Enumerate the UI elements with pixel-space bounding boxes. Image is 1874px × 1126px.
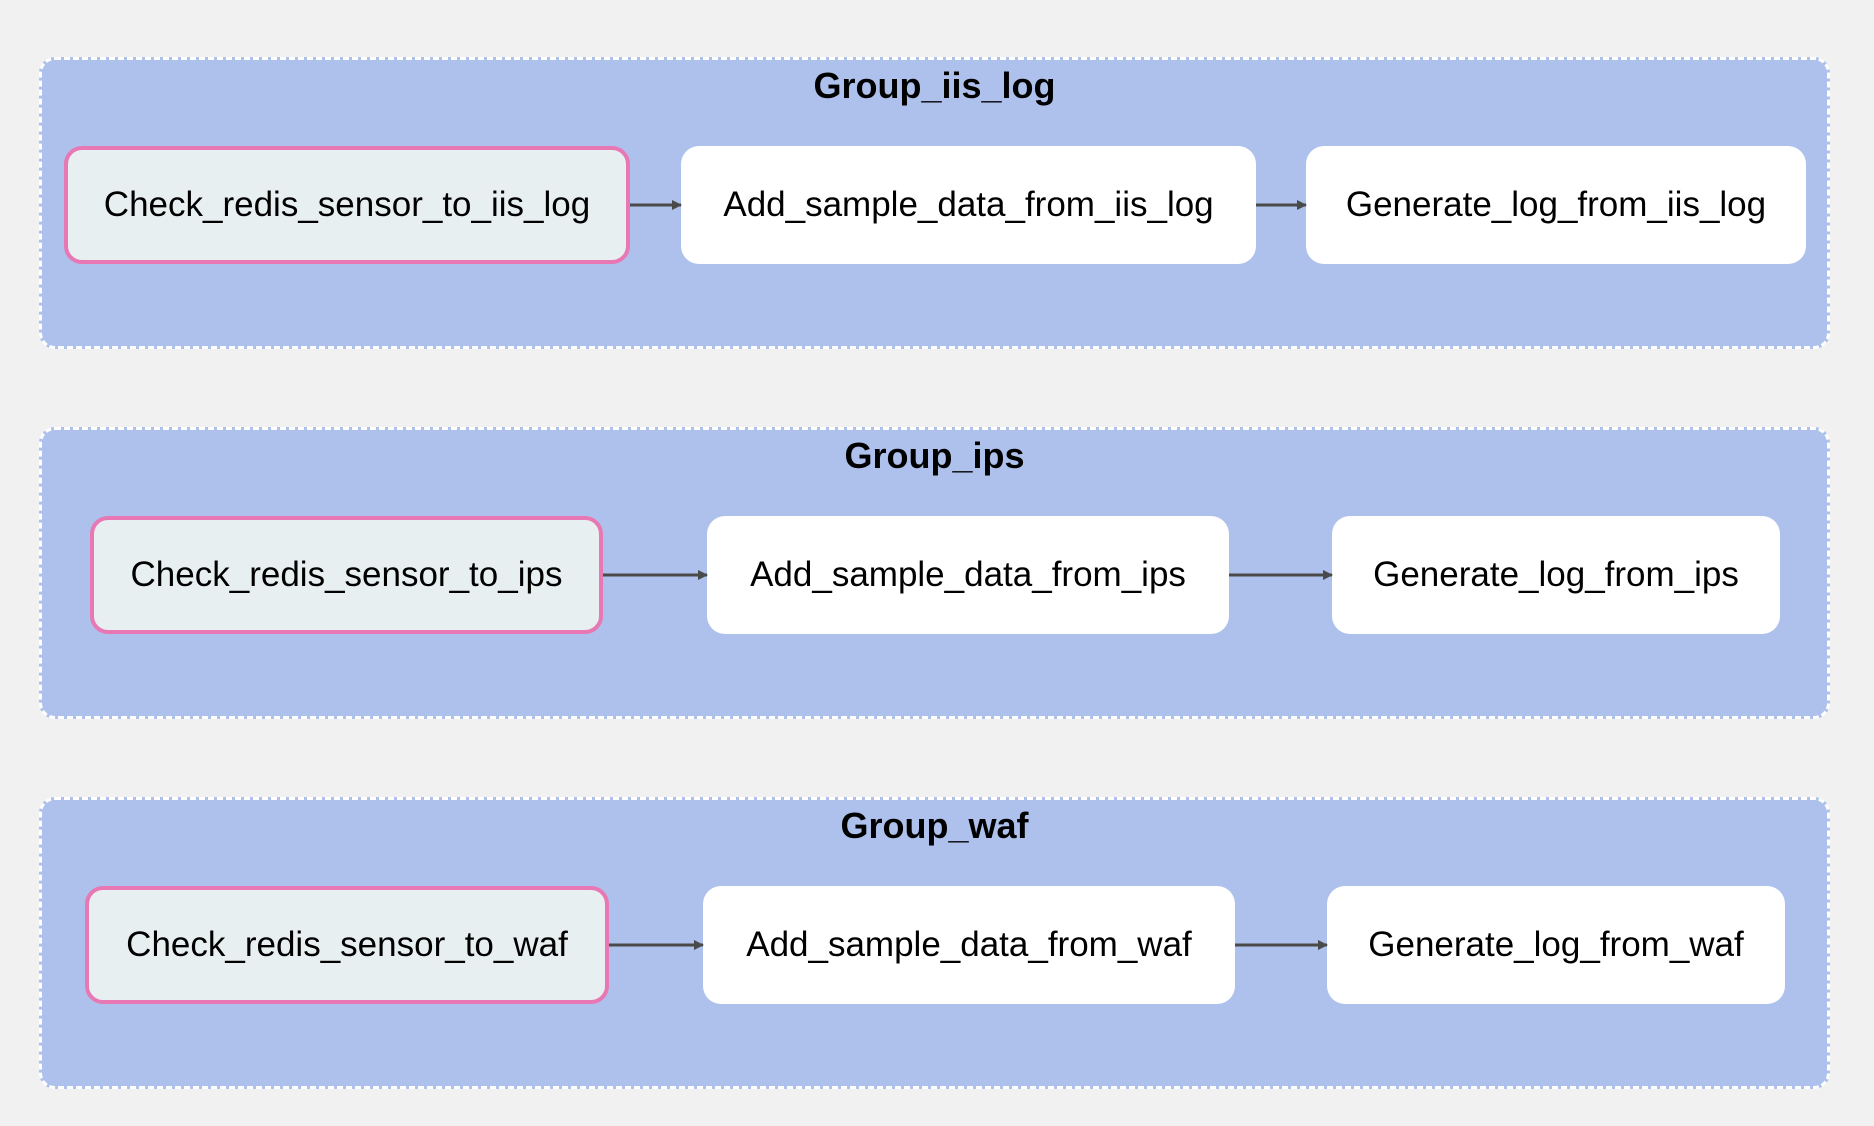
task-label: Add_sample_data_from_waf [746, 925, 1192, 964]
task-node-check-redis-sensor-ips[interactable]: Check_redis_sensor_to_ips [90, 516, 603, 634]
task-label: Generate_log_from_ips [1373, 555, 1739, 594]
group-title: Group_iis_log [813, 65, 1056, 106]
task-label: Add_sample_data_from_ips [750, 555, 1186, 594]
task-label: Check_redis_sensor_to_ips [130, 555, 563, 594]
task-label: Check_redis_sensor_to_iis_log [103, 185, 591, 224]
task-label: Add_sample_data_from_iis_log [723, 185, 1214, 224]
task-node-add-sample-data-waf[interactable]: Add_sample_data_from_waf [703, 886, 1235, 1004]
task-node-generate-log-ips[interactable]: Generate_log_from_ips [1332, 516, 1780, 634]
task-node-add-sample-data-iis-log[interactable]: Add_sample_data_from_iis_log [681, 146, 1256, 264]
group-title: Group_waf [840, 805, 1029, 846]
task-label: Generate_log_from_iis_log [1345, 185, 1767, 224]
task-node-generate-log-waf[interactable]: Generate_log_from_waf [1327, 886, 1785, 1004]
task-node-generate-log-iis-log[interactable]: Generate_log_from_iis_log [1306, 146, 1806, 264]
task-label: Check_redis_sensor_to_waf [126, 925, 568, 964]
task-node-add-sample-data-ips[interactable]: Add_sample_data_from_ips [707, 516, 1229, 634]
task-node-check-redis-sensor-waf[interactable]: Check_redis_sensor_to_waf [85, 886, 609, 1004]
task-label: Generate_log_from_waf [1368, 925, 1744, 964]
task-node-check-redis-sensor-iis-log[interactable]: Check_redis_sensor_to_iis_log [64, 146, 630, 264]
group-title: Group_ips [844, 435, 1025, 476]
